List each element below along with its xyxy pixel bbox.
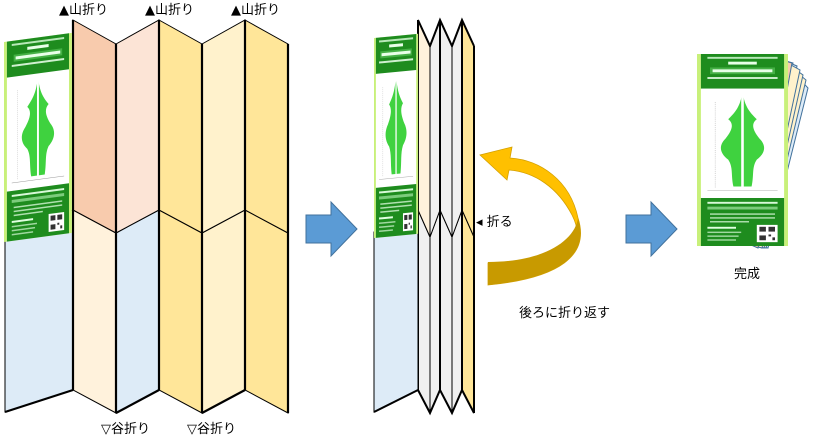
thin-panel-top — [417, 19, 431, 238]
fold-back-label: 後ろに折り返す — [519, 306, 611, 321]
thin-panel-top — [461, 19, 475, 238]
valley-fold-label: ▽谷折り — [101, 422, 150, 437]
panel-top-6 — [244, 19, 289, 234]
panel-bottom-cover — [373, 209, 419, 413]
thin-panel-top — [429, 19, 441, 238]
thin-panel-bottom — [461, 209, 475, 414]
thin-panel-bottom — [451, 209, 463, 414]
valley-fold-label: ▽谷折り — [187, 422, 236, 437]
cover-page-step2 — [372, 32, 420, 240]
cover-page-step1 — [2, 31, 73, 244]
thin-panel-bottom — [429, 209, 441, 414]
arrow-right-icon — [625, 200, 678, 258]
panel-bottom-5 — [201, 209, 246, 414]
thin-panel-bottom — [417, 209, 431, 414]
panel-top-5 — [201, 19, 246, 234]
step1-accordion — [2, 19, 290, 414]
mountain-fold-label: ▲山折り — [231, 3, 280, 18]
fold-back-arrow-icon — [479, 146, 581, 286]
step3-finished-booklet — [695, 52, 809, 249]
mountain-fold-label: ▲山折り — [145, 3, 194, 18]
cover-page-final — [695, 52, 790, 248]
thin-panel-bottom — [439, 209, 453, 414]
mountain-fold-label: ▲山折り — [59, 3, 108, 18]
complete-label: 完成 — [734, 267, 761, 282]
step2-folded — [372, 17, 475, 416]
panel-bottom-6 — [244, 209, 289, 414]
arrow-right-icon — [305, 200, 358, 258]
thin-panel-top — [439, 19, 453, 238]
panel-top-4 — [158, 19, 203, 234]
fold-label: ◂ 折る — [476, 215, 513, 230]
panel-bottom-4 — [158, 209, 203, 414]
panel-top-2 — [72, 19, 117, 234]
panel-bottom-2 — [72, 209, 117, 414]
panel-top-3 — [115, 19, 160, 234]
thin-panel-top — [451, 19, 463, 238]
panel-bottom-3 — [115, 209, 160, 414]
